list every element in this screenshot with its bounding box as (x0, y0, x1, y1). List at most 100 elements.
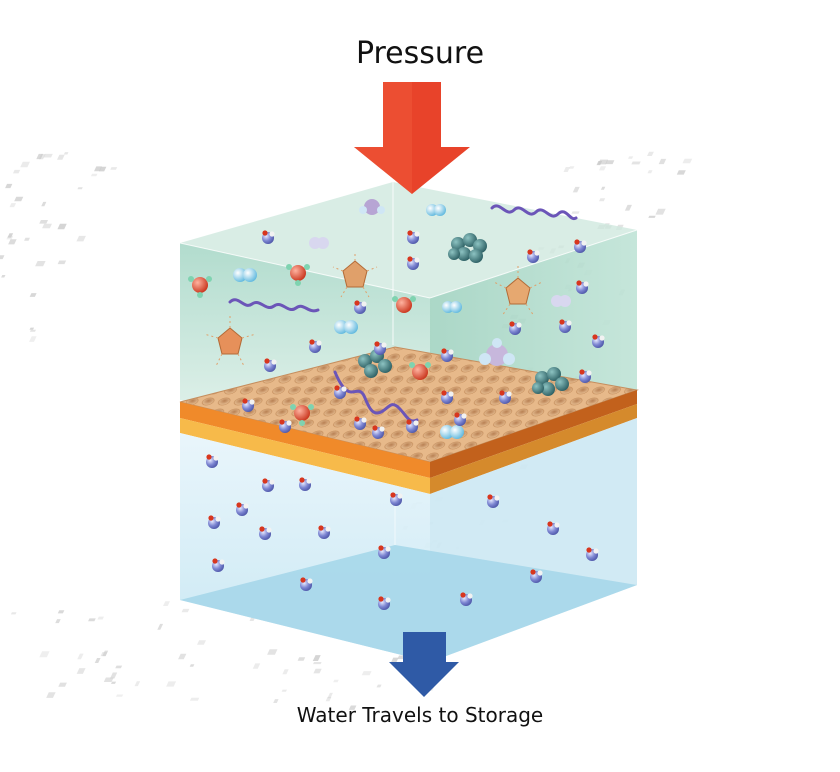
background-speckle (631, 161, 641, 165)
water-molecule-icon (586, 547, 599, 561)
background-speckle (647, 170, 653, 174)
background-speckle (43, 153, 53, 158)
background-speckle (97, 616, 104, 620)
background-speckle (273, 699, 279, 703)
background-speckle (57, 610, 65, 614)
water-molecule-icon (509, 321, 522, 335)
water-molecule-icon (354, 300, 367, 314)
background-speckle (313, 662, 322, 665)
background-speckle (98, 166, 107, 172)
large-molecule-icon (359, 199, 385, 215)
background-speckle (110, 681, 117, 684)
water-molecule-icon (406, 419, 419, 433)
water-molecule-icon (259, 526, 272, 540)
water-molecule-icon (574, 239, 587, 253)
background-speckle (281, 689, 287, 692)
background-speckle (7, 233, 14, 238)
background-speckle (312, 655, 321, 661)
background-speckle (658, 158, 667, 165)
water-molecule-icon (487, 494, 500, 508)
water-molecule-icon (262, 478, 275, 492)
background-speckle (348, 705, 357, 710)
water-molecule-icon (208, 515, 221, 529)
permeate-water-chamber (180, 418, 637, 662)
background-speckle (94, 658, 101, 663)
background-speckle (600, 186, 606, 190)
background-speckle (1, 275, 6, 278)
background-speckle (36, 153, 44, 160)
background-speckle (8, 239, 17, 245)
water-molecule-icon (309, 339, 322, 353)
water-molecule-icon (576, 280, 589, 294)
salt-ion-icon (290, 404, 314, 426)
contaminant-crystal-icon (493, 266, 543, 317)
water-molecule-icon (559, 319, 572, 333)
background-speckle (57, 260, 67, 265)
background-speckle (57, 223, 67, 230)
background-speckle (29, 329, 36, 332)
membrane (179, 346, 639, 494)
background-speckle (14, 196, 24, 202)
background-speckle (29, 293, 37, 297)
water-molecule-icon (390, 492, 403, 506)
background-speckle (597, 159, 609, 165)
background-speckle (102, 650, 109, 657)
water-molecule-icon (378, 596, 391, 610)
salt-ion-icon (188, 276, 212, 298)
contaminant-cluster-icon (532, 367, 569, 396)
water-molecule-icon (441, 390, 454, 404)
water-molecule-icon (592, 334, 605, 348)
background-speckle (46, 692, 56, 698)
background-speckle (134, 681, 141, 687)
water-molecule-icon (547, 521, 560, 535)
background-speckle (35, 261, 46, 267)
background-speckle (20, 161, 30, 168)
water-molecule-icon (299, 477, 312, 491)
background-speckle (76, 668, 86, 674)
background-speckle (12, 169, 21, 174)
background-speckle (628, 156, 634, 159)
background-speckle (325, 696, 332, 702)
background-speckle (682, 158, 693, 164)
water-molecule-icon (454, 412, 467, 426)
background-speckle (77, 187, 83, 190)
water-molecule-icon (407, 256, 420, 270)
background-speckle (647, 151, 654, 156)
water-molecule-icon (441, 348, 454, 362)
water-molecule-icon (236, 502, 249, 516)
background-speckle (181, 608, 190, 613)
water-molecule-icon (279, 419, 292, 433)
background-speckle (24, 237, 30, 241)
background-speckle (327, 692, 333, 699)
contaminants (188, 199, 578, 439)
salt-ion-icon (286, 264, 310, 286)
background-speckle (568, 166, 575, 169)
water-molecule-icon (262, 230, 275, 244)
background-speckle (58, 682, 67, 687)
background-speckle (88, 618, 96, 622)
cyan-molecule-icon (233, 204, 571, 439)
background-speckle (598, 166, 607, 171)
background-speckle (115, 665, 123, 669)
water-molecule-icon (242, 398, 255, 412)
background-speckle (103, 677, 114, 682)
water-molecule-icon (264, 358, 277, 372)
contaminant-crystal-icon (203, 316, 257, 367)
background-speckle (252, 663, 261, 669)
background-speckle (29, 327, 35, 330)
background-speckle (163, 601, 170, 607)
water-travels-label: Water Travels to Storage (296, 703, 544, 727)
background-speckle (572, 186, 580, 193)
water-molecule-icon (530, 569, 543, 583)
water-molecule-icon (460, 592, 473, 606)
background-speckle (361, 671, 372, 676)
background-speckle (9, 203, 16, 208)
background-speckle (333, 679, 339, 683)
background-speckle (29, 336, 37, 342)
water-molecule-icon (407, 230, 420, 244)
background-speckle (648, 215, 656, 218)
background-speckle (571, 211, 580, 214)
background-speckle (166, 681, 177, 687)
down-arrow-icon (389, 632, 459, 697)
background-speckle (0, 255, 5, 260)
